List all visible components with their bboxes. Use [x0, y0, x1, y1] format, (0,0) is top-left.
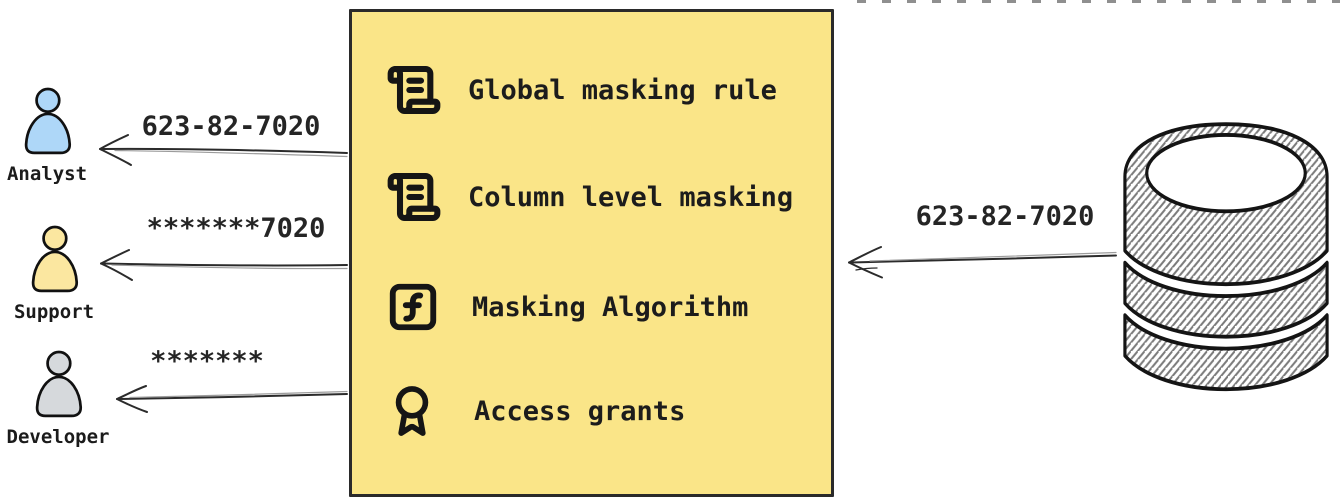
- arrow-to-developer: [116, 385, 348, 413]
- rule-label: Access grants: [474, 395, 686, 427]
- person-icon: [31, 225, 79, 293]
- masked-value-support: *******7020: [146, 213, 326, 244]
- rule-row-masking-algorithm: Masking Algorithm: [386, 278, 748, 336]
- rule-row-access-grants: Access grants: [386, 382, 685, 440]
- database-icon: [1123, 122, 1329, 392]
- user-developer: Developer: [0, 349, 116, 448]
- person-icon: [24, 87, 72, 155]
- award-icon: [395, 386, 429, 436]
- rule-label: Global masking rule: [468, 74, 777, 106]
- user-support: Support: [0, 224, 112, 323]
- scroll-text-icon: [387, 65, 441, 115]
- masked-value-developer: *******: [150, 346, 264, 377]
- user-label: Developer: [6, 426, 110, 448]
- arrow-db-to-box: [848, 246, 1117, 279]
- masking-rules-box: Global masking rule Column level masking…: [349, 9, 834, 497]
- user-analyst: Analyst: [0, 86, 105, 185]
- arrow-to-support: [100, 249, 348, 281]
- scroll-text-icon: [387, 172, 441, 222]
- rule-label: Column level masking: [468, 181, 794, 213]
- user-label: Analyst: [6, 163, 88, 185]
- rule-label: Masking Algorithm: [472, 291, 749, 323]
- rule-row-global-masking: Global masking rule: [386, 61, 777, 119]
- function-square-icon: [389, 283, 437, 331]
- person-icon: [35, 350, 83, 418]
- rule-row-column-masking: Column level masking: [386, 168, 793, 226]
- user-label: Support: [13, 301, 95, 323]
- original-value-from-db: 623-82-7020: [915, 201, 1095, 232]
- masked-value-analyst: 623-82-7020: [141, 111, 321, 142]
